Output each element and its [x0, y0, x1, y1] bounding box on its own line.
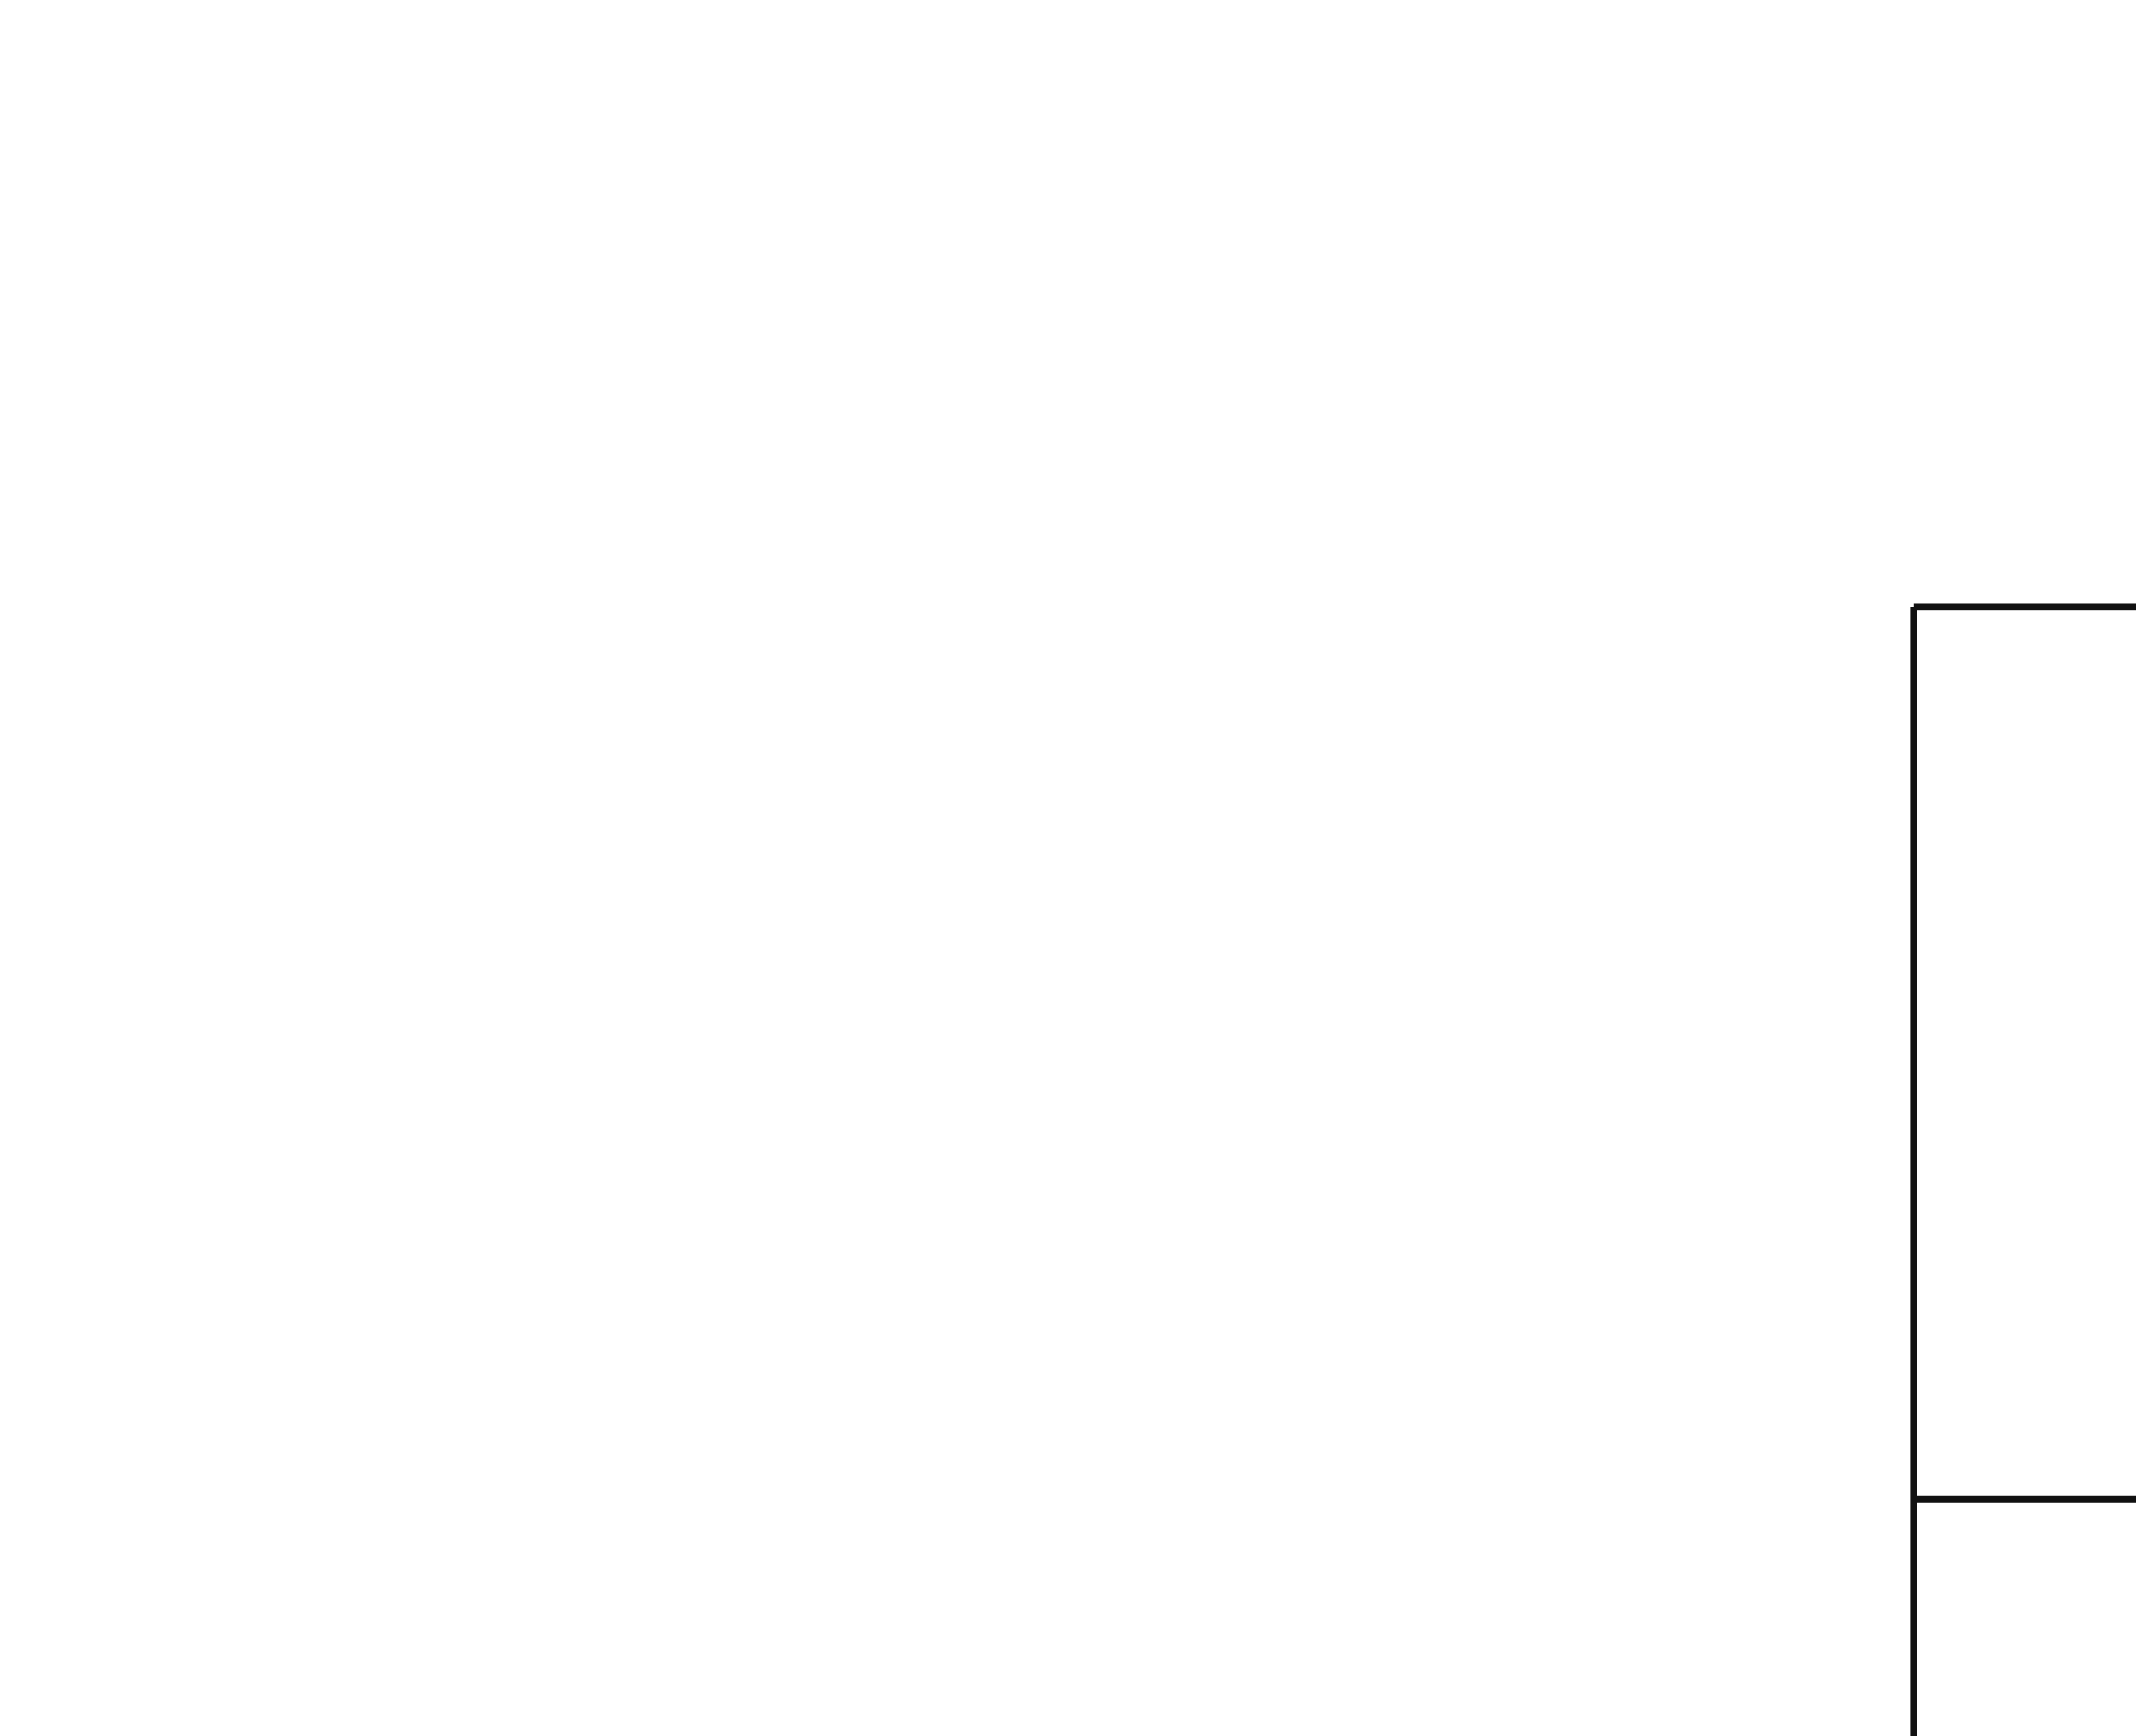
diagram-canvas: German data set personal credit rating i… [1910, 603, 2136, 1736]
connector-lines [1910, 603, 2136, 1736]
